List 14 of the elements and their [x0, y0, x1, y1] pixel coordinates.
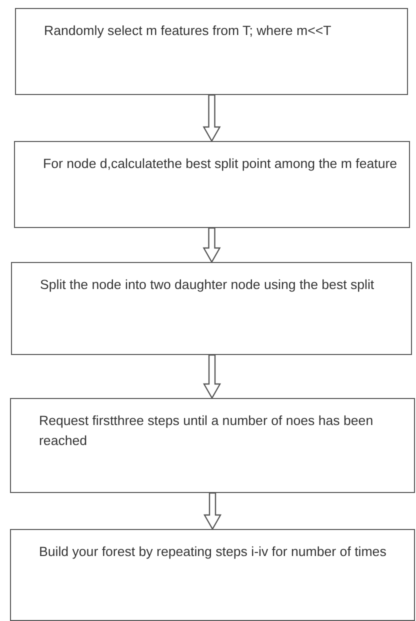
step-text: Request firstthree steps until a number of noes has been reached [39, 412, 374, 450]
step-text: Build your forest by repeating steps i-iv for number of times [39, 543, 388, 561]
hollow-arrow [202, 227, 221, 264]
hollow-arrow [202, 94, 221, 142]
process-box [10, 529, 415, 621]
hollow-arrow [202, 354, 222, 400]
step-text: Randomly select m features from T; where m<<T [44, 22, 332, 40]
hollow-arrow [203, 492, 222, 530]
process-box [15, 8, 408, 95]
process-box [14, 141, 410, 228]
process-box [11, 262, 412, 355]
step-text: For node d,calculatethe best split point among the m feature [43, 155, 398, 173]
step-text: Split the node into two daughter node using the best split [40, 276, 376, 294]
process-box [10, 398, 415, 493]
